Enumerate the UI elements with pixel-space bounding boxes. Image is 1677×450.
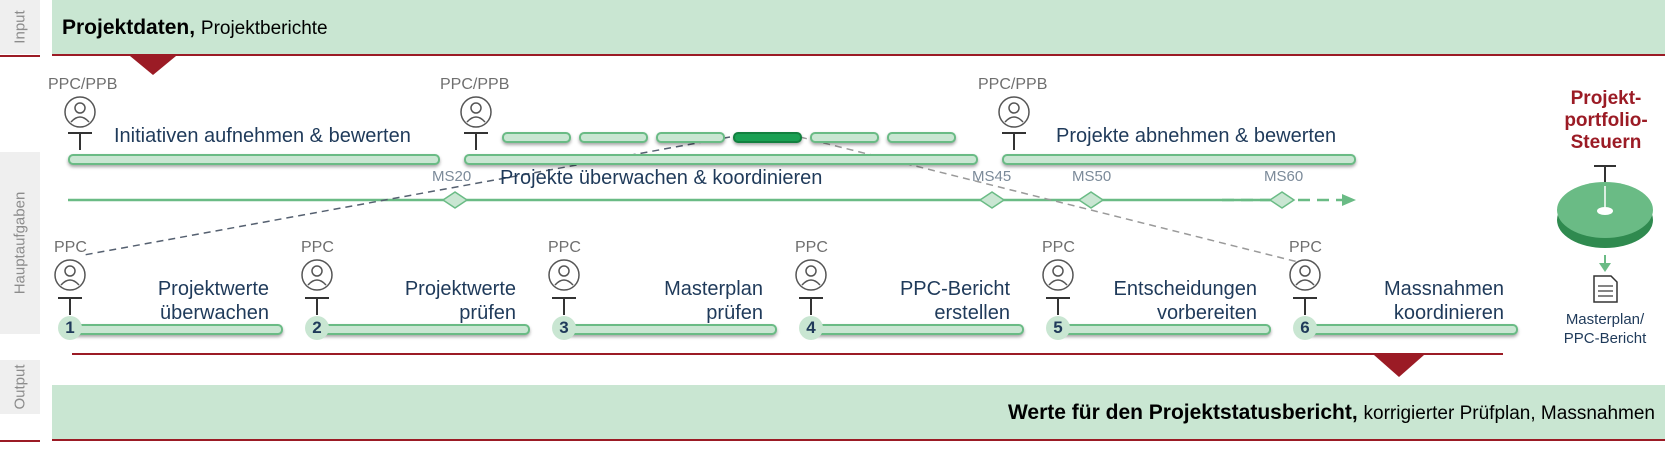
step-number: 5 xyxy=(1046,316,1070,340)
task-bar-abnehmen xyxy=(1002,154,1356,165)
output-band-text: Werte für den Projektstatusbericht, korr… xyxy=(1008,401,1655,425)
step-bar xyxy=(566,324,777,335)
input-rule-left xyxy=(0,55,40,57)
input-band-bold: Projektdaten, xyxy=(62,16,196,39)
step-label-line1: Massnahmen xyxy=(1383,278,1504,300)
person-icon xyxy=(1042,259,1074,291)
step-number: 6 xyxy=(1293,316,1317,340)
person-icon xyxy=(301,259,333,291)
step-label-line1: Entscheidungen xyxy=(1113,278,1257,300)
person-icon xyxy=(1289,259,1321,291)
step-stem xyxy=(316,297,318,315)
sub-segment-active xyxy=(733,132,802,143)
step-label-line2: überwachen xyxy=(160,302,269,324)
step-bar xyxy=(813,324,1024,335)
step-stem xyxy=(1304,297,1306,315)
milestone-label: MS20 xyxy=(432,168,472,185)
sub-segment xyxy=(656,132,725,143)
output-band-bold: Werte für den Projektstatusbericht, xyxy=(1007,401,1358,424)
input-band: Projektdaten, Projektberichte xyxy=(52,0,1665,56)
step-bar xyxy=(1060,324,1271,335)
task-abnehmen: Projekte abnehmen & bewerten xyxy=(1056,125,1337,147)
milestone-diamond xyxy=(1077,191,1105,209)
output-rule-left xyxy=(0,440,40,442)
input-band-normal: Projektberichte xyxy=(200,18,328,39)
timeline-arrow-head xyxy=(1342,194,1356,206)
step-stem xyxy=(563,297,565,315)
milestone-label: MS50 xyxy=(1072,168,1112,185)
input-down-arrow xyxy=(130,56,176,75)
step-role: PPC xyxy=(301,239,334,256)
side-panel-title: Projekt- portfolio- Steuern xyxy=(1564,88,1648,153)
step-number: 1 xyxy=(58,316,82,340)
step-role: PPC xyxy=(795,239,828,256)
task-stem xyxy=(79,132,81,150)
milestone-diamond xyxy=(441,191,469,209)
step-stem xyxy=(810,297,812,315)
person-icon xyxy=(64,96,96,128)
person-icon xyxy=(795,259,827,291)
person-icon xyxy=(548,259,580,291)
step-bar xyxy=(319,324,530,335)
step-stem xyxy=(1057,297,1059,315)
step-bar xyxy=(72,324,283,335)
step-label-line2: erstellen xyxy=(934,302,1010,324)
task-initiativen: Initiativen aufnehmen & bewerten xyxy=(114,125,411,147)
sub-segment xyxy=(810,132,879,143)
sub-segment xyxy=(502,132,571,143)
role-label: PPC/PPB xyxy=(440,76,510,93)
milestone-diamond xyxy=(978,191,1006,209)
step-number: 3 xyxy=(552,316,576,340)
task-stem xyxy=(475,132,477,150)
step-label-line1: Masterplan xyxy=(664,278,763,300)
sub-segment xyxy=(579,132,648,143)
step-number: 4 xyxy=(799,316,823,340)
step-label-line2: koordinieren xyxy=(1393,302,1504,324)
input-band-text: Projektdaten, Projektberichte xyxy=(62,16,328,40)
step-label-line1: PPC-Bericht xyxy=(899,278,1010,300)
task-stem xyxy=(1013,132,1015,150)
role-label: PPC/PPB xyxy=(978,76,1048,93)
document-label: Masterplan/ PPC-Bericht xyxy=(1563,311,1647,347)
person-icon xyxy=(998,96,1030,128)
output-band: Werte für den Projektstatusbericht, korr… xyxy=(52,385,1665,441)
step-role: PPC xyxy=(1289,239,1322,256)
output-down-arrow xyxy=(1374,355,1424,377)
person-icon xyxy=(54,259,86,291)
step-role: PPC xyxy=(54,239,87,256)
output-band-normal: korrigierter Prüfplan, Massnahmen xyxy=(1363,403,1655,424)
milestone-label: MS60 xyxy=(1264,168,1304,185)
input-section-box xyxy=(0,0,40,54)
step-label-line2: prüfen xyxy=(459,302,516,324)
step-number: 2 xyxy=(305,316,329,340)
step-label-line2: prüfen xyxy=(706,302,763,324)
step-label-line2: vorbereiten xyxy=(1156,302,1257,324)
doc-arrow-head xyxy=(1599,263,1611,272)
task-bar-ueberwachen xyxy=(464,154,978,165)
milestone-label: MS45 xyxy=(972,168,1012,185)
task-bar-initiativen xyxy=(68,154,440,165)
role-label: PPC/PPB xyxy=(48,76,118,93)
milestone-diamond xyxy=(1268,191,1296,209)
step-role: PPC xyxy=(548,239,581,256)
sub-segment xyxy=(887,132,956,143)
step-role: PPC xyxy=(1042,239,1075,256)
person-icon xyxy=(460,96,492,128)
main-section-box xyxy=(0,152,40,334)
task-ueberwachen: Projekte überwachen & koordinieren xyxy=(500,167,823,189)
document-icon xyxy=(1593,275,1618,303)
output-section-box xyxy=(0,360,40,414)
step-stem xyxy=(69,297,71,315)
step-label-line1: Projektwerte xyxy=(157,278,269,300)
step-label-line1: Projektwerte xyxy=(404,278,516,300)
step-bar xyxy=(1307,324,1518,335)
